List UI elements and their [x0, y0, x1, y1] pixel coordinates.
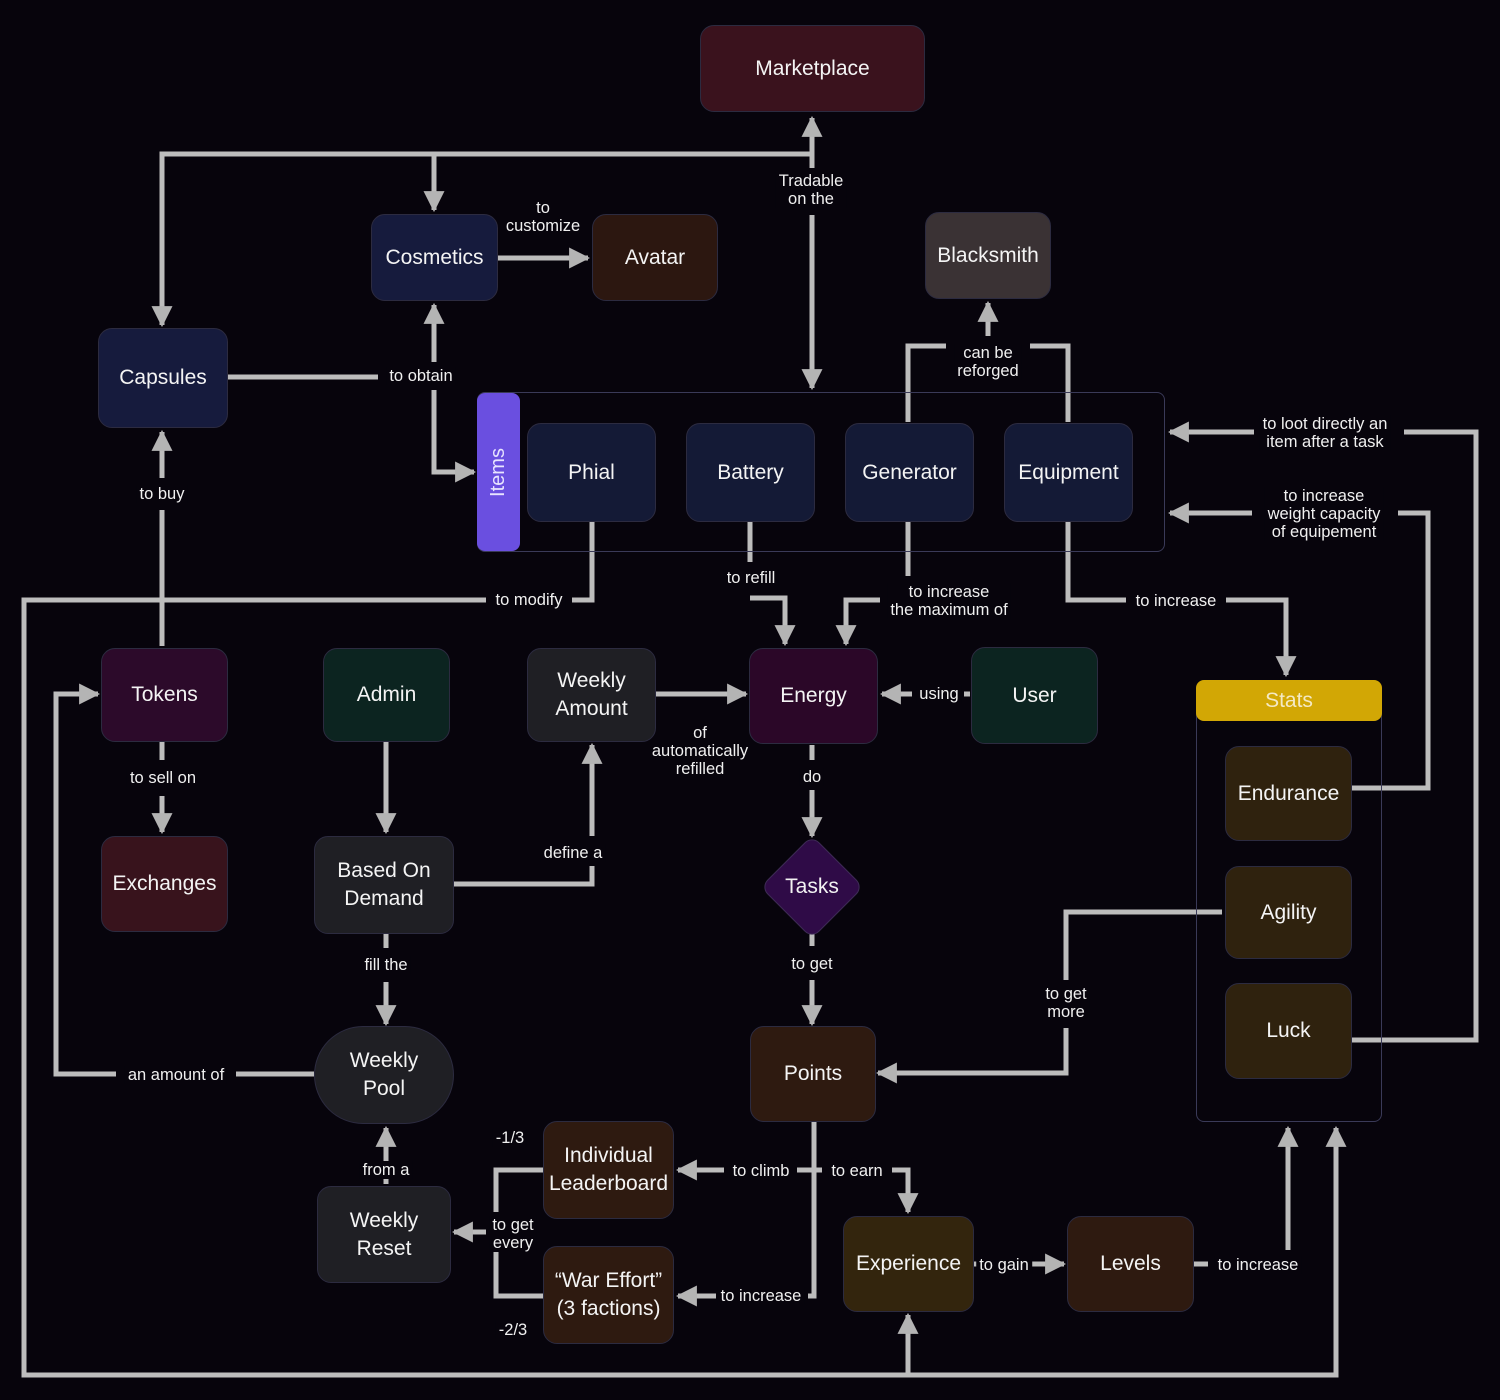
label-tradable-on-the: Tradable on the [775, 172, 847, 208]
items-label-text: Items [487, 447, 509, 497]
node-exchanges[interactable]: Exchanges [101, 836, 228, 932]
node-weekly-amount[interactable]: Weekly Amount [527, 648, 656, 742]
edge-phial-modify [21, 522, 1336, 1378]
edge-capsules-items [228, 374, 474, 472]
edge-marketplace-capsules [151, 151, 812, 328]
label-to-increase-levels: to increase [1214, 1256, 1302, 1274]
label-of-automatically-refilled: of automatically refilled [651, 724, 749, 778]
node-endurance[interactable]: Endurance [1225, 746, 1352, 841]
node-marketplace[interactable]: Marketplace [700, 25, 925, 112]
node-luck[interactable]: Luck [1225, 983, 1352, 1079]
node-weekly-pool[interactable]: Weekly Pool [314, 1026, 454, 1124]
label-to-increase-max: to increase the maximum of [887, 583, 1011, 619]
edge-equipment-stats [1065, 522, 1286, 675]
label-to-obtain: to obtain [386, 367, 456, 385]
node-agility[interactable]: Agility [1225, 866, 1352, 959]
node-battery[interactable]: Battery [686, 423, 815, 522]
node-generator[interactable]: Generator [845, 423, 974, 522]
label-to-earn: to earn [828, 1162, 886, 1180]
label-to-loot: to loot directly an item after a task [1259, 415, 1391, 451]
label-to-increase-stats: to increase [1132, 592, 1220, 610]
label-do: do [799, 768, 825, 786]
node-levels[interactable]: Levels [1067, 1216, 1194, 1312]
label-to-get-every: to get every [489, 1216, 537, 1252]
label-minus-one-third: -1/3 [492, 1129, 528, 1147]
label-to-increase-weight: to increase weight capacity of equipemen… [1264, 487, 1384, 541]
edge-points-experience [892, 1167, 919, 1215]
edge-leaderboard-reset [454, 1167, 543, 1299]
node-energy[interactable]: Energy [749, 648, 878, 744]
label-using: using [916, 685, 962, 703]
label-an-amount-of: an amount of [124, 1066, 228, 1084]
edge-agility-points [878, 909, 1222, 1073]
node-user[interactable]: User [971, 647, 1098, 744]
edge-points-down [808, 1122, 817, 1299]
node-weekly-reset[interactable]: Weekly Reset [317, 1186, 451, 1283]
node-points[interactable]: Points [750, 1026, 876, 1122]
label-to-gain: to gain [976, 1256, 1032, 1274]
node-based-on-demand[interactable]: Based On Demand [314, 836, 454, 934]
label-to-refill: to refill [723, 569, 779, 587]
label-define-a: define a [540, 844, 606, 862]
node-admin[interactable]: Admin [323, 648, 450, 742]
edge-generator-blacksmith [905, 303, 1071, 422]
edge-pool-tokens [53, 694, 314, 1077]
label-minus-two-thirds: -2/3 [495, 1321, 531, 1339]
node-cosmetics[interactable]: Cosmetics [371, 214, 498, 301]
stats-header: Stats [1196, 680, 1382, 721]
node-avatar[interactable]: Avatar [592, 214, 718, 301]
edge-endurance-items [1170, 513, 1431, 791]
edge-levels-stats [1194, 1128, 1288, 1267]
items-group-label: Items [477, 393, 520, 551]
node-individual-leaderboard[interactable]: Individual Leaderboard [543, 1121, 674, 1219]
label-to-increase-war: to increase [717, 1287, 805, 1305]
label-to-buy: to buy [136, 485, 188, 503]
label-to-climb: to climb [729, 1162, 793, 1180]
label-to-get-more: to get more [1042, 985, 1090, 1021]
edge-generator-energy [846, 522, 911, 644]
node-war-effort[interactable]: “War Effort” (3 factions) [543, 1246, 674, 1344]
node-experience[interactable]: Experience [843, 1216, 974, 1312]
node-blacksmith[interactable]: Blacksmith [925, 212, 1051, 299]
node-equipment[interactable]: Equipment [1004, 423, 1133, 522]
label-to-sell-on: to sell on [126, 769, 200, 787]
edge-luck-items [1170, 432, 1479, 1043]
label-to-modify: to modify [492, 591, 566, 609]
label-fill-the: fill the [361, 956, 411, 974]
tasks-label: Tasks [785, 875, 839, 898]
node-capsules[interactable]: Capsules [98, 328, 228, 428]
node-phial[interactable]: Phial [527, 423, 656, 522]
label-to-customize: to customize [505, 199, 581, 235]
node-tasks[interactable]: Tasks [757, 835, 867, 939]
label-from-a: from a [359, 1161, 413, 1179]
label-can-be-reforged: can be reforged [954, 344, 1022, 380]
edge-battery-energy [747, 522, 785, 644]
edge-demand-weekly-amount [454, 745, 592, 887]
node-tokens[interactable]: Tokens [101, 648, 228, 742]
label-to-get: to get [788, 955, 836, 973]
